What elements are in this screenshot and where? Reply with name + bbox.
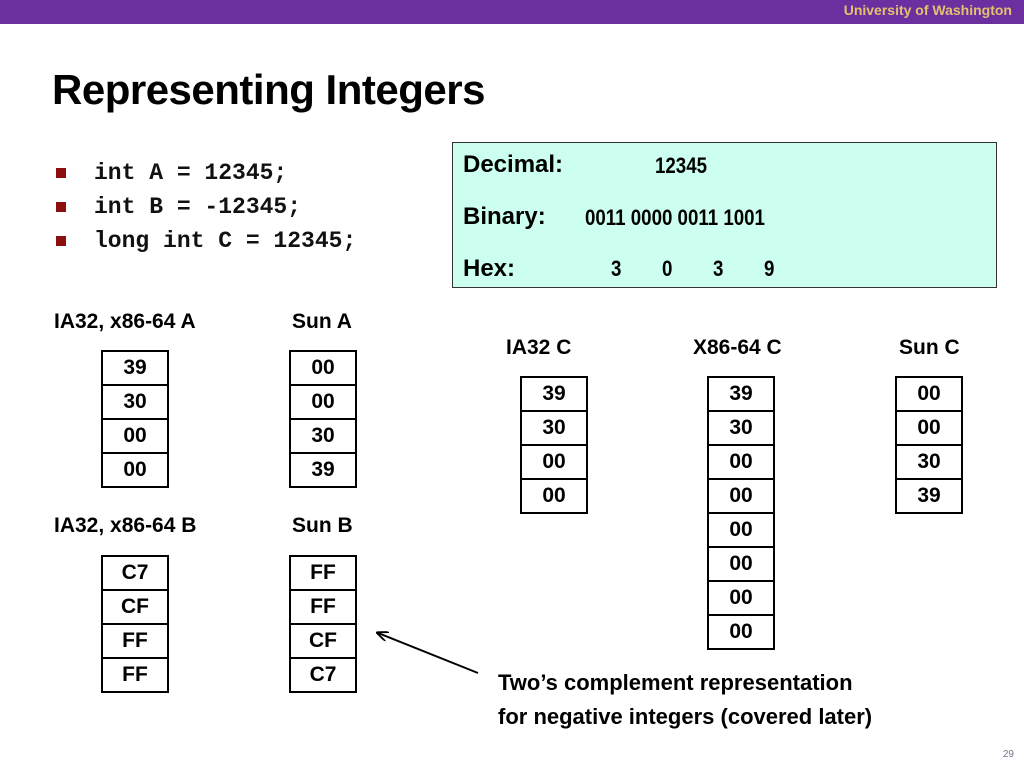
byte-cell: CF — [101, 591, 169, 625]
byte-cell: 30 — [101, 386, 169, 420]
caption: Two’s complement representation for nega… — [498, 666, 872, 734]
bullet-list: int A = 12345; int B = -12345; long int … — [56, 158, 356, 260]
header-bar: University of Washington — [0, 0, 1024, 24]
binary-label: Binary: — [463, 203, 546, 230]
byte-cell: 00 — [289, 386, 357, 420]
ia32-b-bytes: C7 CF FF FF — [101, 555, 169, 693]
sun-b-bytes: FF FF CF C7 — [289, 555, 357, 693]
sun-a-label: Sun A — [292, 310, 352, 333]
byte-cell: C7 — [289, 659, 357, 693]
bullet-icon — [56, 236, 66, 246]
list-item: long int C = 12345; — [56, 226, 356, 260]
sun-c-label: Sun C — [899, 336, 960, 359]
byte-cell: 00 — [289, 350, 357, 386]
byte-cell: 00 — [520, 446, 588, 480]
bullet-text: long int C = 12345; — [94, 228, 357, 254]
byte-cell: 30 — [520, 412, 588, 446]
byte-cell: 30 — [895, 446, 963, 480]
byte-cell: 30 — [289, 420, 357, 454]
byte-cell: CF — [289, 625, 357, 659]
hex-digit: 3 — [713, 256, 724, 281]
hex-label: Hex: — [463, 255, 516, 282]
institution-name: University of Washington — [843, 2, 1012, 18]
list-item: int B = -12345; — [56, 192, 301, 226]
bullet-icon — [56, 168, 66, 178]
byte-cell: 39 — [707, 376, 775, 412]
sun-a-bytes: 00 00 30 39 — [289, 350, 357, 488]
byte-cell: FF — [289, 555, 357, 591]
hex-digit: 3 — [611, 256, 622, 281]
byte-cell: 00 — [707, 582, 775, 616]
bullet-text: int A = 12345; — [94, 160, 288, 186]
value-info-box: Decimal: 12345 Binary: 0011 0000 0011 10… — [452, 142, 997, 288]
byte-cell: 30 — [707, 412, 775, 446]
ia32-c-label: IA32 C — [506, 336, 572, 359]
ia32-a-bytes: 39 30 00 00 — [101, 350, 169, 488]
decimal-value: 12345 — [655, 153, 708, 178]
decimal-label: Decimal: — [463, 151, 564, 178]
byte-cell: FF — [289, 591, 357, 625]
bullet-text: int B = -12345; — [94, 194, 302, 220]
byte-cell: 39 — [289, 454, 357, 488]
binary-value: 0011 0000 0011 1001 — [585, 205, 765, 230]
byte-cell: 00 — [707, 616, 775, 650]
byte-cell: FF — [101, 659, 169, 693]
byte-cell: 00 — [707, 548, 775, 582]
byte-cell: 00 — [707, 446, 775, 480]
byte-cell: C7 — [101, 555, 169, 591]
byte-cell: 39 — [895, 480, 963, 514]
byte-cell: 00 — [895, 376, 963, 412]
byte-cell: 00 — [101, 454, 169, 488]
list-item: int A = 12345; — [56, 158, 287, 192]
byte-cell: 39 — [101, 350, 169, 386]
byte-cell: 00 — [520, 480, 588, 514]
sun-c-bytes: 00 00 30 39 — [895, 376, 963, 514]
byte-cell: 00 — [707, 480, 775, 514]
hex-digit: 0 — [662, 256, 673, 281]
byte-cell: FF — [101, 625, 169, 659]
page-number: 29 — [1002, 749, 1014, 760]
x86-64-c-bytes: 39 30 00 00 00 00 00 00 — [707, 376, 775, 650]
ia32-c-bytes: 39 30 00 00 — [520, 376, 588, 514]
hex-digit: 9 — [764, 256, 775, 281]
byte-cell: 39 — [520, 376, 588, 412]
caption-line: for negative integers (covered later) — [498, 704, 873, 729]
byte-cell: 00 — [895, 412, 963, 446]
ia32-a-label: IA32, x86-64 A — [54, 310, 196, 333]
caption-line: Two’s complement representation — [498, 670, 853, 695]
page-title: Representing Integers — [52, 66, 485, 113]
byte-cell: 00 — [707, 514, 775, 548]
x86-64-c-label: X86-64 C — [693, 336, 782, 359]
sun-b-label: Sun B — [292, 514, 353, 537]
byte-cell: 00 — [101, 420, 169, 454]
bullet-icon — [56, 202, 66, 212]
ia32-b-label: IA32, x86-64 B — [54, 514, 197, 537]
